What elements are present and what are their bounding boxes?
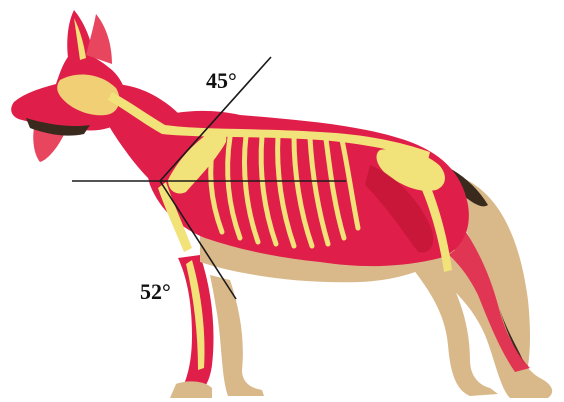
upper-arm-angle-label: 52° <box>140 281 171 303</box>
front-leg-far <box>210 275 264 396</box>
shoulder-angle-label: 45° <box>206 70 237 92</box>
